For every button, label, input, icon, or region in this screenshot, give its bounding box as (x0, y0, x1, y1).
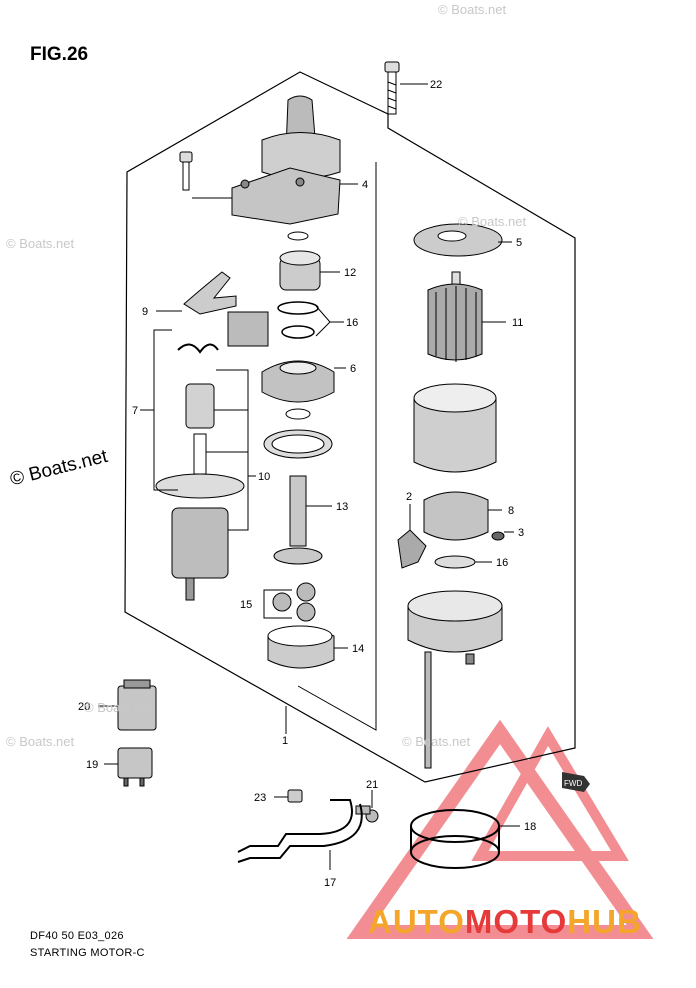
part-solenoid-7 (155, 311, 269, 601)
part-housing-4 (231, 95, 341, 225)
watermark-text: © Boats.net (402, 734, 471, 749)
callout-1: 1 (282, 735, 288, 747)
part-relay-19 (117, 747, 153, 787)
callout-4: 4 (362, 179, 368, 191)
callout-19: 19 (86, 759, 98, 771)
callout-16-bottom: 16 (496, 557, 508, 569)
brand-part-hub: HUB (567, 903, 642, 940)
brand-triangle-logo (346, 719, 654, 939)
fwd-arrow-icon: FWD (562, 772, 590, 792)
inner-outline (297, 162, 377, 731)
callout-23: 23 (254, 792, 266, 804)
watermark-text: © Boats.net (458, 214, 527, 229)
callout-3: 3 (518, 527, 524, 539)
part-relay-20 (117, 679, 157, 731)
part-armature-11 (427, 271, 483, 362)
part-gear-12 (279, 231, 321, 291)
diagram-name: STARTING MOTOR-C (30, 947, 145, 959)
fwd-label: FWD (564, 779, 582, 788)
part-bracket-17 (237, 799, 363, 863)
callout-9: 9 (142, 306, 148, 318)
watermark-text: © Boats.net (84, 700, 153, 715)
callout-18: 18 (524, 821, 536, 833)
part-gears-15 (272, 582, 316, 622)
callout-7: 7 (132, 405, 138, 417)
part-bolt-22 (384, 61, 400, 115)
watermark-text: © Boats.net (438, 2, 507, 17)
callout-21: 21 (366, 779, 378, 791)
part-gasket (263, 408, 333, 459)
callout-20: 20 (78, 701, 90, 713)
callout-5: 5 (516, 237, 522, 249)
callout-15: 15 (240, 599, 252, 611)
callout-17: 17 (324, 877, 336, 889)
assembly-outline (124, 71, 576, 783)
callout-13: 13 (336, 501, 348, 513)
part-end-frame (407, 590, 503, 769)
diagram-code: DF40 50 E03_026 (30, 930, 124, 942)
figure-title: FIG.26 (30, 44, 89, 65)
part-bolt-21 (355, 805, 379, 823)
part-plate-5 (413, 223, 503, 257)
callout-8: 8 (508, 505, 514, 517)
part-yoke (413, 383, 497, 473)
brand-part-auto: AUTO (368, 903, 465, 940)
callout-16-top: 16 (346, 317, 358, 329)
callout-22: 22 (430, 79, 442, 91)
brand-wordmark: AUTOMOTOHUB (368, 903, 642, 941)
watermark-text: © Boats.net (6, 236, 75, 251)
callout-2: 2 (406, 491, 412, 503)
part-bolt-small (179, 151, 193, 191)
brand-part-moto: MOTO (464, 903, 568, 940)
part-shaft-13 (273, 475, 323, 565)
part-brush-holder-8 (397, 491, 505, 569)
part-ring-gear-14 (267, 625, 335, 669)
callout-12: 12 (344, 267, 356, 279)
part-clip-23 (287, 789, 303, 803)
callout-11: 11 (512, 317, 523, 329)
callout-6: 6 (350, 363, 356, 375)
watermark-text: © Boats.net (6, 734, 75, 749)
part-lever-9 (183, 271, 237, 315)
part-rings-16 (277, 301, 319, 339)
callout-10: 10 (258, 471, 270, 483)
part-cover-6 (261, 360, 335, 403)
callout-14: 14 (352, 643, 364, 655)
